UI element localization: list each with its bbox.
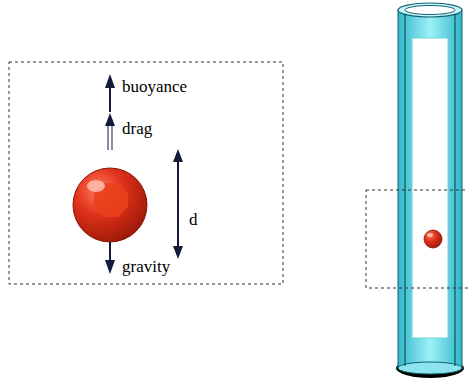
diameter-arrow	[173, 149, 183, 259]
small-sphere	[424, 230, 442, 248]
force-label: drag	[122, 120, 152, 137]
buoyance-arrow	[105, 74, 115, 112]
force-label: gravity	[122, 258, 170, 275]
zoom-frame	[366, 190, 468, 288]
tube	[396, 3, 464, 378]
sphere	[73, 168, 147, 242]
frame	[9, 62, 283, 284]
force-label: d	[189, 211, 198, 228]
gravity-arrow	[105, 242, 115, 274]
force-label: buoyance	[122, 78, 187, 95]
drag-arrow	[105, 113, 115, 150]
